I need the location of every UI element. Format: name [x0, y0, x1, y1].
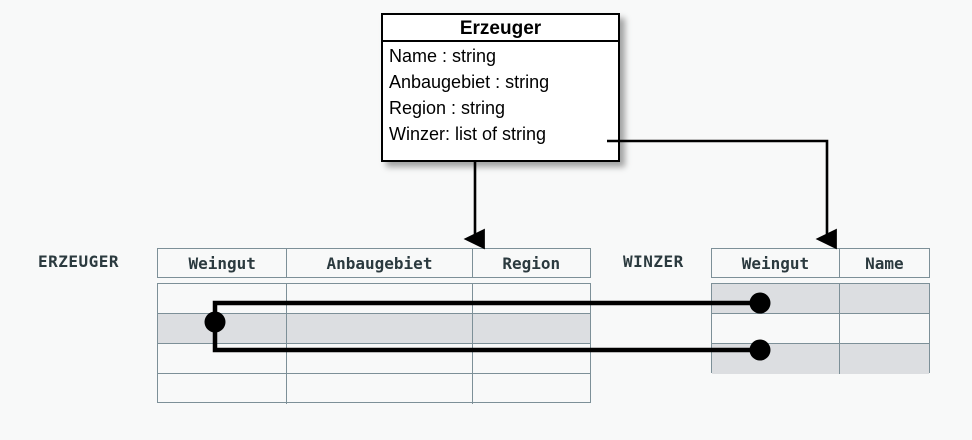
table-row-highlighted	[158, 314, 590, 344]
erzeuger-header-row: Weingut Anbaugebiet Region	[157, 248, 591, 278]
erzeuger-table-body	[157, 283, 591, 404]
table-cell	[287, 344, 473, 373]
table-cell	[473, 344, 590, 373]
table-cell	[158, 314, 288, 343]
uml-class-title: Erzeuger	[383, 15, 618, 42]
winzer-table-label: WINZER	[623, 252, 684, 271]
column-header-name: Name	[865, 253, 904, 273]
table-cell	[158, 284, 288, 313]
table-row	[712, 314, 929, 344]
table-cell	[840, 284, 929, 313]
table-cell	[158, 344, 288, 373]
column-header-anbaugebiet: Anbaugebiet	[287, 249, 473, 277]
uml-attribute-list: Name : string Anbaugebiet : string Regio…	[383, 42, 618, 147]
table-cell	[840, 344, 929, 374]
table-row-highlighted	[712, 344, 929, 374]
uml-attribute: Name : string	[389, 46, 497, 66]
table-row	[158, 284, 590, 314]
table-cell	[287, 314, 473, 343]
uml-attribute: Winzer: list of string	[389, 124, 547, 144]
table-row-highlighted	[712, 284, 929, 314]
arrow-winzer-attribute-to-winzer-table	[607, 139, 837, 250]
erzeuger-table-label: ERZEUGER	[38, 252, 120, 271]
table-row	[158, 344, 590, 374]
table-cell	[287, 374, 473, 404]
table-cell	[712, 284, 840, 313]
table-cell	[712, 344, 840, 374]
column-header-weingut: Weingut	[158, 249, 288, 277]
table-cell	[158, 374, 288, 404]
table-cell	[473, 284, 590, 313]
table-row	[158, 374, 590, 404]
table-cell	[473, 314, 590, 343]
table-cell	[712, 314, 840, 343]
winzer-table-body	[711, 283, 930, 374]
uml-attribute: Region : string	[389, 98, 506, 118]
column-header-region: Region	[502, 253, 561, 273]
table-cell	[840, 314, 929, 343]
uml-attribute: Anbaugebiet : string	[389, 72, 550, 92]
table-cell	[473, 374, 590, 404]
column-header-weingut: Weingut	[712, 249, 840, 277]
uml-class-box: Erzeuger Name : string Anbaugebiet : str…	[381, 13, 620, 162]
winzer-header-row: Weingut Name	[711, 248, 930, 278]
table-cell	[287, 284, 473, 313]
